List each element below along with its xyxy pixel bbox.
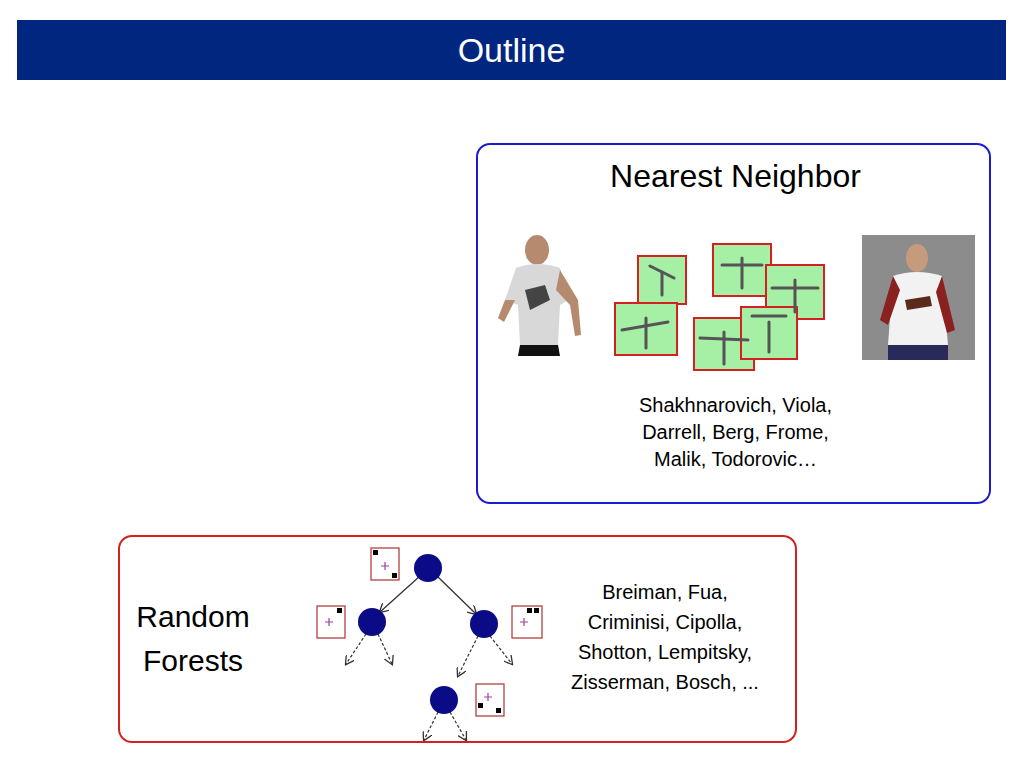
person-photo — [498, 235, 581, 356]
author-list: Shakhnarovich, Viola, Darrell, Berg, Fro… — [618, 392, 853, 473]
method-heading: Nearest Neighbor — [558, 157, 913, 195]
feature-icons — [317, 548, 542, 716]
title-band: Outline — [17, 20, 1006, 80]
method-box: Random Forests Breiman, Fua, Criminisi, C… — [118, 535, 797, 743]
method-heading: Random Forests — [118, 595, 268, 683]
author-list: Breiman, Fua, Criminisi, Cipolla, Shotto… — [560, 577, 770, 697]
title-text: Outline — [458, 31, 566, 70]
thumbnail-figures — [622, 258, 818, 364]
rendered-model — [862, 235, 975, 360]
decision-tree — [317, 548, 542, 740]
method-box: Nearest NeighborShakhnarovich, Viola, Da… — [476, 143, 991, 504]
training-thumbnails — [615, 244, 824, 370]
